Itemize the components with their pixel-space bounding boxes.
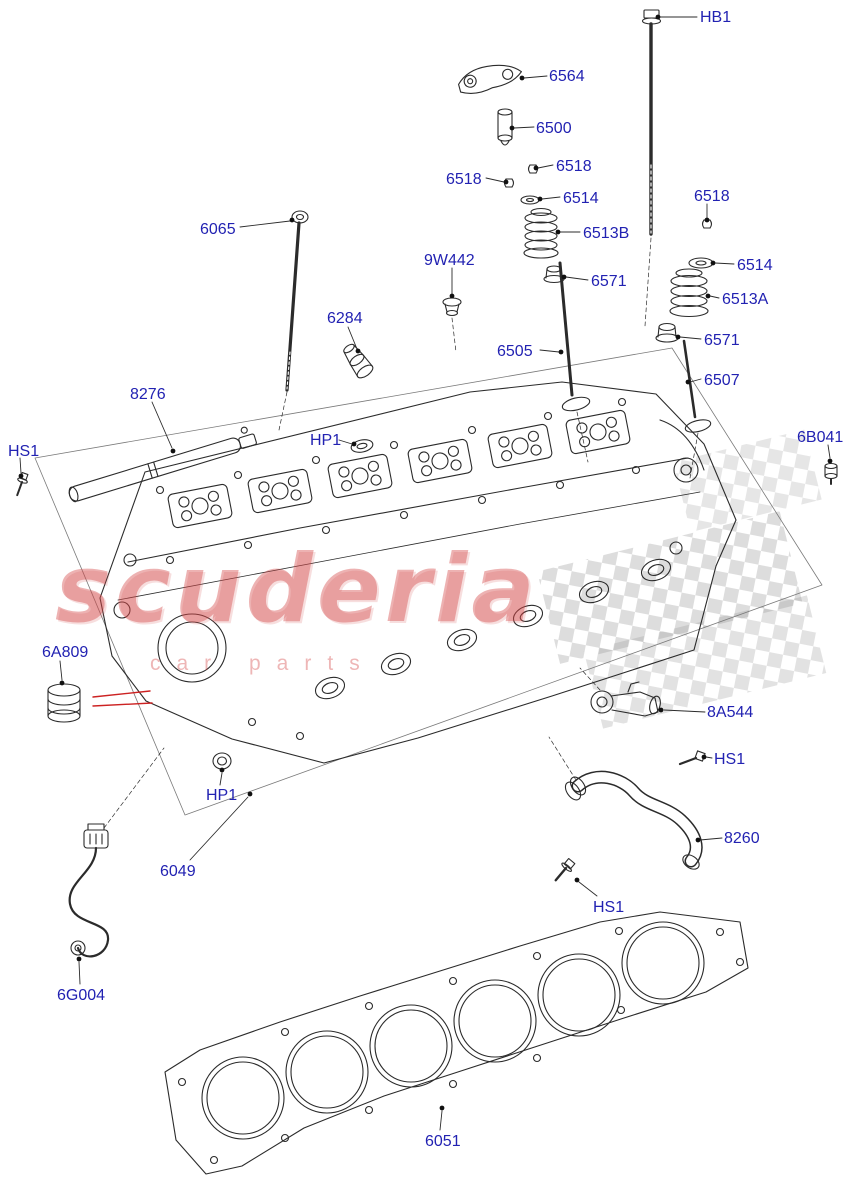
part-label-6049[interactable]: 6049 [160, 863, 196, 880]
part-label-6b041[interactable]: 6B041 [797, 429, 844, 446]
cylinder-head-drawing [99, 381, 737, 764]
cap-hp1-a-drawing [350, 439, 374, 453]
part-label-6g004[interactable]: 6G004 [57, 987, 106, 1004]
part-label-6564[interactable]: 6564 [549, 68, 585, 85]
part-label-6513a[interactable]: 6513A [722, 291, 769, 308]
bolt-hb1-drawing [641, 9, 662, 327]
bolt-hs1-a-drawing [16, 471, 29, 497]
part-label-hs1-b[interactable]: HS1 [714, 751, 746, 768]
valve-spring-6513b-drawing [523, 207, 559, 259]
bolt-6065-drawing [278, 210, 309, 431]
part-label-6518-b[interactable]: 6518 [556, 158, 592, 175]
valve-seal-6571-b-drawing [655, 322, 679, 343]
part-label-hs1-a[interactable]: HS1 [8, 443, 40, 460]
valve-6505-drawing [558, 261, 591, 463]
part-label-9w442[interactable]: 9W442 [424, 252, 475, 269]
boundary-box [34, 347, 823, 816]
lash-adjuster-6500-drawing [497, 108, 513, 146]
plug-9w442-drawing [442, 297, 462, 353]
bushing-6a809-drawing [47, 683, 81, 723]
part-label-6571-a[interactable]: 6571 [591, 273, 627, 290]
part-label-8260[interactable]: 8260 [724, 830, 760, 847]
part-label-6518-c[interactable]: 6518 [694, 188, 730, 205]
part-label-6505[interactable]: 6505 [497, 343, 533, 360]
part-label-6284[interactable]: 6284 [327, 310, 363, 327]
part-label-8a544[interactable]: 8A544 [707, 704, 754, 721]
checkered-flag-watermark [537, 429, 827, 729]
coolant-outlet-8a544-drawing [579, 667, 661, 717]
part-label-8276[interactable]: 8276 [130, 386, 166, 403]
part-label-6518-a[interactable]: 6518 [446, 171, 482, 188]
plug-6b041-drawing [824, 462, 838, 485]
part-label-6571-b[interactable]: 6571 [704, 332, 740, 349]
part-label-6051[interactable]: 6051 [425, 1133, 461, 1150]
breather-tube-8276-drawing [68, 426, 257, 503]
part-label-hp1-b[interactable]: HP1 [206, 787, 238, 804]
valve-spring-6513a-drawing [669, 268, 709, 318]
valve-6507-drawing [682, 339, 712, 479]
part-label-6514-b[interactable]: 6514 [737, 257, 773, 274]
part-label-6507[interactable]: 6507 [704, 372, 740, 389]
part-label-6500[interactable]: 6500 [536, 120, 572, 137]
head-gasket-6051-drawing [164, 911, 749, 1175]
coolant-hose-8260-drawing [548, 736, 703, 870]
part-label-6065[interactable]: 6065 [200, 221, 236, 238]
spring-retainer-6514-a-drawing [520, 195, 540, 205]
part-label-hs1-c[interactable]: HS1 [593, 899, 625, 916]
part-label-6a809[interactable]: 6A809 [42, 644, 89, 661]
spring-retainer-6514-b-drawing [688, 257, 714, 269]
sensor-6g004-drawing [68, 747, 165, 958]
rocker-arm-6564-drawing [458, 64, 522, 94]
sensor-6284-drawing [343, 343, 374, 379]
part-label-6514-a[interactable]: 6514 [563, 190, 599, 207]
bolt-hs1-c-drawing [554, 857, 576, 882]
bolt-hs1-b-drawing [678, 750, 706, 766]
plug-hp1-b-drawing [212, 752, 232, 770]
valve-keeper-6518-c-drawing [701, 219, 713, 229]
red-pointer-arrows [92, 690, 153, 707]
leader-lines [18, 14, 833, 1131]
part-label-6513b[interactable]: 6513B [583, 225, 630, 242]
part-label-hp1-a[interactable]: HP1 [310, 432, 342, 449]
part-label-hb1[interactable]: HB1 [700, 9, 732, 26]
